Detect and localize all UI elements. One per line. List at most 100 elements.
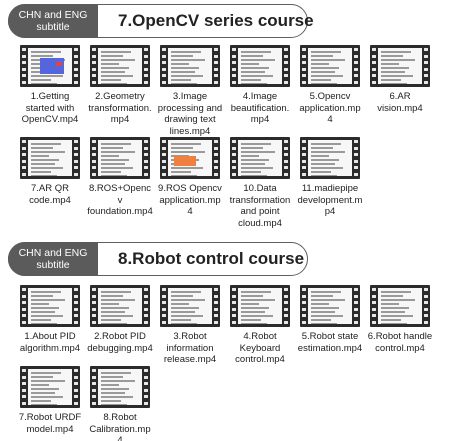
text-line — [31, 51, 61, 53]
video-file-item[interactable]: 7.Robot URDF model.mp4 — [17, 366, 83, 435]
video-file-item[interactable]: 11.madiepipe development.mp4 — [297, 137, 363, 218]
text-line — [171, 147, 193, 149]
film-sprocket-holes — [284, 288, 288, 324]
video-file-item[interactable]: 5.Robot state estimation.mp4 — [297, 285, 363, 354]
sprocket-hole — [354, 294, 358, 298]
sprocket-hole — [284, 307, 288, 311]
sprocket-hole — [284, 301, 288, 305]
sprocket-hole — [302, 74, 306, 78]
sprocket-hole — [74, 382, 78, 386]
text-line — [241, 295, 263, 297]
video-file-item[interactable]: 2.Robot PID debugging.mp4 — [87, 285, 153, 354]
sprocket-hole — [92, 153, 96, 157]
video-file-item[interactable]: 7.AR QR code.mp4 — [17, 137, 83, 206]
sprocket-hole — [372, 320, 376, 324]
text-line — [31, 323, 57, 324]
sprocket-hole — [354, 307, 358, 311]
video-file-name: 6.Robot handle control.mp4 — [367, 331, 433, 354]
text-line — [241, 67, 269, 69]
text-line — [311, 291, 341, 293]
text-line — [241, 63, 259, 65]
text-line — [101, 392, 125, 394]
sprocket-hole — [144, 301, 148, 305]
sprocket-hole — [214, 166, 218, 170]
video-file-item[interactable]: 3.Image processing and drawing text line… — [157, 45, 223, 137]
video-file-item[interactable]: 8.ROS+Opencv foundation.mp4 — [87, 137, 153, 218]
sprocket-hole — [22, 395, 26, 399]
sprocket-hole — [354, 172, 358, 176]
sprocket-hole — [144, 401, 148, 405]
sprocket-hole — [74, 80, 78, 84]
video-file-item[interactable]: 1.About PID algorithm.mp4 — [17, 285, 83, 354]
text-line — [381, 83, 407, 84]
sprocket-hole — [92, 288, 96, 291]
text-line — [31, 291, 61, 293]
video-thumbnail-icon — [90, 45, 150, 87]
subtitle-badge-line: CHN and ENG — [18, 9, 88, 21]
video-file-item[interactable]: 6.AR vision.mp4 — [367, 45, 433, 114]
text-line — [381, 67, 409, 69]
sprocket-hole — [92, 140, 96, 143]
sprocket-hole — [92, 166, 96, 170]
text-line — [311, 167, 343, 169]
film-sprocket-holes — [144, 369, 148, 405]
video-thumbnail-icon — [20, 285, 80, 327]
sprocket-hole — [354, 288, 358, 291]
film-sprocket-holes — [22, 369, 26, 405]
sprocket-hole — [354, 74, 358, 78]
sprocket-hole — [372, 74, 376, 78]
video-file-item[interactable]: 3.Robot information release.mp4 — [157, 285, 223, 366]
video-file-item[interactable]: 6.Robot handle control.mp4 — [367, 285, 433, 354]
sprocket-hole — [214, 140, 218, 143]
text-line — [31, 175, 57, 176]
sprocket-hole — [74, 159, 78, 163]
film-sprocket-holes — [162, 48, 166, 84]
sprocket-hole — [354, 166, 358, 170]
film-sprocket-holes — [232, 140, 236, 176]
sprocket-hole — [144, 172, 148, 176]
sprocket-hole — [162, 288, 166, 291]
sprocket-hole — [214, 146, 218, 150]
sprocket-hole — [162, 153, 166, 157]
sprocket-hole — [302, 146, 306, 150]
film-sprocket-holes — [354, 48, 358, 84]
sprocket-hole — [74, 172, 78, 176]
text-line — [31, 380, 65, 382]
thumbnail-screen — [308, 288, 352, 324]
sprocket-hole — [284, 74, 288, 78]
text-line — [31, 311, 55, 313]
film-sprocket-holes — [144, 140, 148, 176]
film-sprocket-holes — [74, 369, 78, 405]
text-line — [311, 67, 339, 69]
sprocket-hole — [144, 146, 148, 150]
sprocket-hole — [302, 301, 306, 305]
text-line — [241, 315, 273, 317]
sprocket-hole — [22, 172, 26, 176]
video-thumbnail-icon — [370, 285, 430, 327]
text-line — [101, 67, 129, 69]
text-line — [311, 79, 331, 81]
film-sprocket-holes — [372, 288, 376, 324]
film-sprocket-holes — [22, 48, 26, 84]
sprocket-hole — [162, 54, 166, 58]
video-file-item[interactable]: 2.Geometry transformation.mp4 — [87, 45, 153, 126]
thumbnail-screen — [168, 48, 212, 84]
video-file-item[interactable]: 5.Opencv application.mp4 — [297, 45, 363, 126]
video-file-item[interactable]: 1.Getting started with OpenCV.mp4 — [17, 45, 83, 126]
video-file-item[interactable]: 4.Image beautification.mp4 — [227, 45, 293, 126]
video-file-item[interactable]: 8.Robot Calibration.mp4 — [87, 366, 153, 441]
text-line — [31, 307, 59, 309]
sprocket-hole — [354, 67, 358, 71]
video-file-item[interactable]: 4.Robot Keyboard control.mp4 — [227, 285, 293, 366]
sprocket-hole — [284, 146, 288, 150]
video-thumbnail-icon — [20, 45, 80, 87]
sprocket-hole — [74, 67, 78, 71]
sprocket-hole — [74, 153, 78, 157]
sprocket-hole — [144, 54, 148, 58]
sprocket-hole — [284, 172, 288, 176]
thumbnail-screen — [98, 48, 142, 84]
text-line — [241, 75, 273, 77]
video-file-item[interactable]: 10.Data transformation and point cloud.m… — [227, 137, 293, 229]
video-file-name: 10.Data transformation and point cloud.m… — [229, 183, 291, 229]
video-file-item[interactable]: 9.ROS Opencv application.mp4 — [157, 137, 223, 218]
